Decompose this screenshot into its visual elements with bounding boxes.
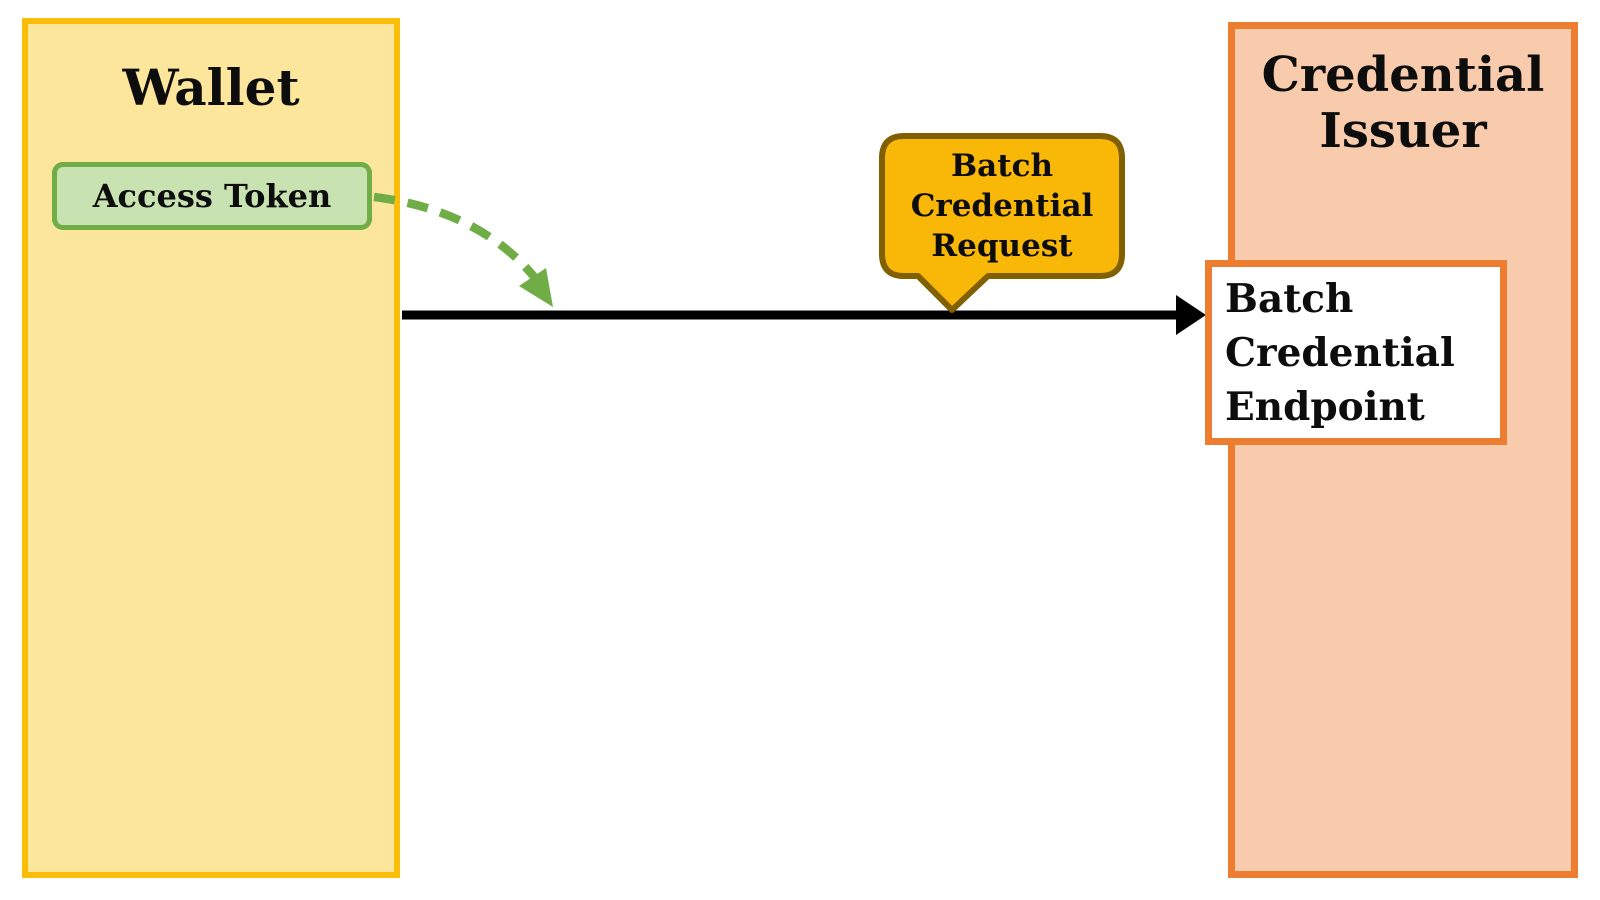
access-token-flow-arrowhead-icon (519, 268, 553, 307)
batch-credential-request-bubble (879, 133, 1125, 313)
batch-credential-request-label: Batch Credential Request (910, 148, 1094, 264)
credential-issuer-title: Credential Issuer (1261, 47, 1545, 159)
wallet-title: Wallet (122, 58, 300, 117)
batch-credential-endpoint-label: Batch Credential Endpoint (1225, 276, 1455, 430)
request-arrow (402, 295, 1206, 335)
batch-credential-endpoint-box: Batch Credential Endpoint (1205, 260, 1507, 445)
request-arrowhead-icon (1176, 295, 1206, 335)
access-token-box: Access Token (52, 162, 372, 230)
access-token-flow-arrow (373, 192, 553, 307)
wallet-box: Wallet (22, 18, 400, 878)
access-token-label: Access Token (92, 177, 332, 215)
credential-issuer-box: Credential Issuer (1228, 22, 1578, 878)
